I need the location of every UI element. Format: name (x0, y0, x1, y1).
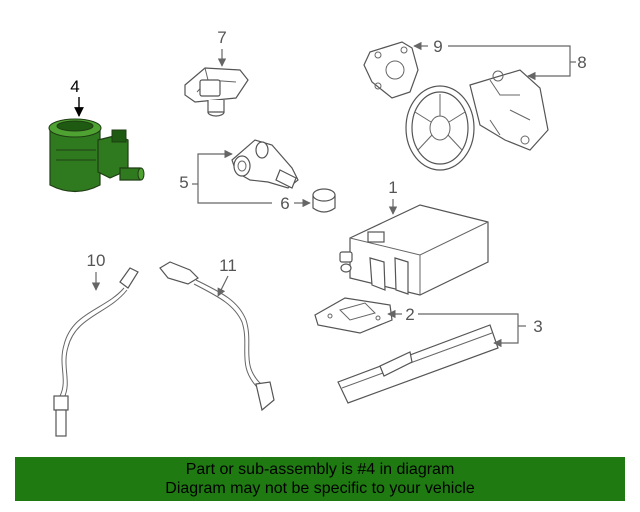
parts-diagram: 4 7 9 8 5 (48, 28, 587, 437)
part-3-shield[interactable] (337, 324, 499, 404)
part-4-vent-valve[interactable] (48, 118, 145, 193)
callout-3-leader (418, 313, 519, 348)
part-6-cap[interactable] (312, 188, 336, 213)
callout-5-leader-top (197, 149, 233, 184)
part-1-canister[interactable] (339, 204, 489, 296)
callout-7: 7 (217, 28, 226, 47)
part-9-gasket[interactable] (363, 41, 419, 99)
part-11-sensor-cable[interactable] (159, 261, 275, 412)
callout-8-leader (448, 45, 571, 81)
part-8-pump-assembly[interactable] (405, 69, 549, 171)
banner-line-disclaimer: Diagram may not be specific to your vehi… (165, 480, 475, 497)
callout-9: 9 (433, 37, 442, 56)
part-2-bracket[interactable] (314, 297, 393, 334)
callout-6: 6 (280, 194, 289, 213)
callout-5-leader-bottom (197, 184, 272, 204)
callout-1: 1 (388, 178, 397, 197)
part-10-sensor-cable[interactable] (53, 267, 139, 437)
callout-3: 3 (533, 317, 542, 336)
callout-5: 5 (179, 173, 188, 192)
callout-11: 11 (219, 256, 237, 275)
callout-11-leader (217, 275, 229, 297)
callout-8: 8 (577, 53, 586, 72)
callout-4: 4 (70, 77, 79, 96)
banner-line-part-info: Part or sub-assembly is #4 in diagram (185, 461, 455, 478)
callout-10: 10 (87, 251, 106, 270)
part-5-fitting[interactable] (231, 139, 299, 189)
info-banner: Part or sub-assembly is #4 in diagram Di… (15, 457, 625, 501)
callout-2: 2 (405, 305, 414, 324)
part-7-sensor[interactable] (184, 67, 249, 117)
